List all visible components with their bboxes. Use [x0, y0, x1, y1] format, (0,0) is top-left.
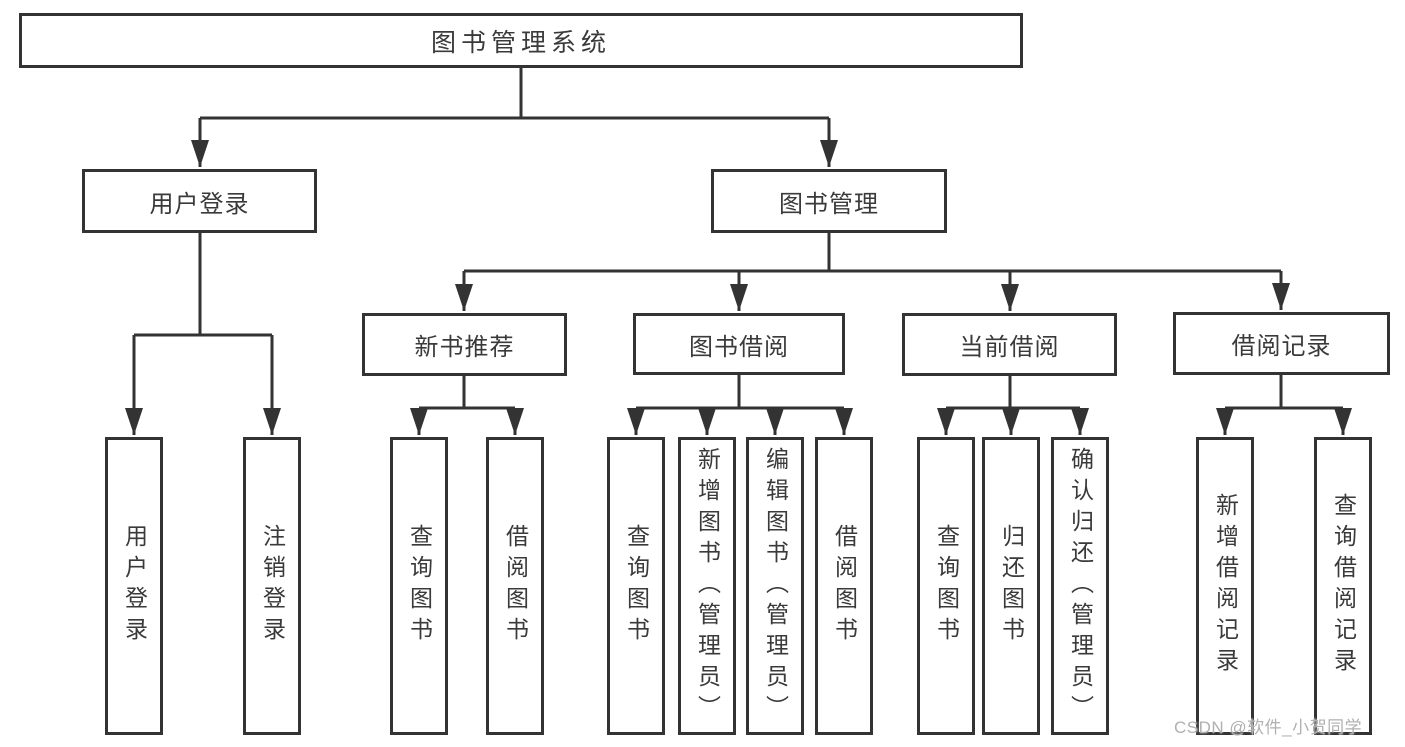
- node-label: 查询图书: [623, 524, 650, 648]
- node-leaf-query-book-2: 查询图书: [607, 437, 665, 735]
- node-leaf-add-book-admin: 新增图书（管理员）: [678, 437, 736, 735]
- node-leaf-query-book-3: 查询图书: [917, 437, 975, 735]
- node-leaf-query-book-1: 查询图书: [390, 437, 448, 735]
- node-leaf-query-borrow-record: 查询借阅记录: [1314, 437, 1372, 735]
- node-label: 编辑图书（管理员）: [762, 446, 789, 726]
- watermark: CSDN @软件_小贺同学: [1174, 718, 1363, 737]
- node-book-borrowing: 图书借阅: [633, 313, 845, 375]
- node-borrowing-records: 借阅记录: [1173, 312, 1390, 375]
- node-label: 借阅图书: [502, 524, 529, 648]
- node-label: 归还图书: [998, 524, 1025, 648]
- node-leaf-edit-book-admin: 编辑图书（管理员）: [746, 437, 804, 735]
- node-leaf-confirm-return-admin: 确认归还（管理员）: [1051, 437, 1109, 735]
- node-label: 用户登录: [121, 524, 148, 648]
- node-label: 查询图书: [933, 524, 960, 648]
- node-library-management-system: 图书管理系统: [19, 13, 1023, 68]
- node-label: 查询借阅记录: [1330, 493, 1357, 679]
- node-leaf-user-login: 用户登录: [105, 437, 163, 735]
- node-label: 借阅图书: [831, 524, 858, 648]
- node-new-book-recommend: 新书推荐: [362, 313, 567, 376]
- node-current-borrowing: 当前借阅: [902, 313, 1117, 376]
- node-label: 新增图书（管理员）: [694, 446, 721, 726]
- node-leaf-logout: 注销登录: [243, 437, 301, 735]
- node-leaf-borrow-book-1: 借阅图书: [486, 437, 544, 735]
- node-label: 注销登录: [259, 524, 286, 648]
- node-label: 查询图书: [406, 524, 433, 648]
- node-label: 新增借阅记录: [1212, 493, 1239, 679]
- node-label: 确认归还（管理员）: [1067, 446, 1094, 726]
- node-book-management: 图书管理: [711, 169, 947, 233]
- node-user-login: 用户登录: [82, 169, 317, 233]
- node-leaf-borrow-book-2: 借阅图书: [815, 437, 873, 735]
- node-leaf-return-book: 归还图书: [982, 437, 1040, 735]
- node-leaf-add-borrow-record: 新增借阅记录: [1196, 437, 1254, 735]
